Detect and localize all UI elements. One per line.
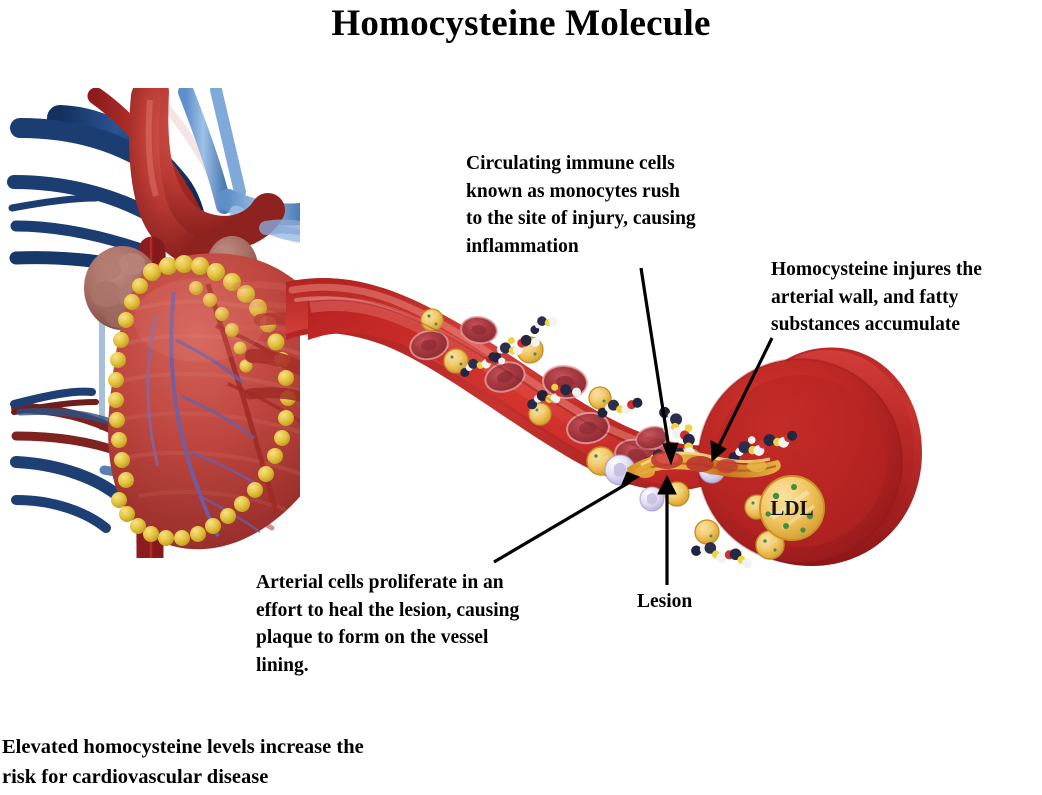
annotation-lesion-label: Lesion: [637, 591, 693, 612]
ldl-particle-labeled: LDL: [759, 475, 825, 541]
arrow-homocysteine: [710, 337, 774, 463]
annotation-plaque-line3: plaque to form on the vessel: [256, 627, 489, 649]
artery-cross-section: LDL: [229, 278, 922, 569]
blood-contents: LDL: [409, 308, 825, 569]
annotation-homocysteine-line1: Homocysteine injures the: [771, 259, 982, 280]
arrow-plaque: [493, 471, 641, 564]
annotation-plaque-line2: effort to heal the lesion, causing: [256, 599, 520, 621]
annotation-monocytes-line4: inflammation: [466, 236, 579, 258]
annotation-plaque: Arterial cells proliferate in an effort …: [256, 569, 608, 680]
annotation-arrows: [493, 267, 774, 585]
ldl-label: LDL: [770, 496, 813, 520]
figure-caption: Elevated homocysteine levels increase th…: [2, 733, 562, 792]
atherosclerotic-lesion: [627, 451, 781, 478]
figure-caption-line2: risk for cardiovascular disease: [2, 765, 269, 788]
annotation-monocytes-line1: Circulating immune cells: [466, 153, 675, 174]
annotation-plaque-line4: lining.: [256, 655, 309, 677]
figure-caption-line1: Elevated homocysteine levels increase th…: [2, 736, 364, 758]
arrow-lesion: [657, 474, 677, 585]
page-title: Homocysteine Molecule: [331, 3, 711, 44]
epicardial-fat: [108, 255, 296, 546]
annotation-homocysteine-line3: substances accumulate: [771, 314, 961, 336]
heart-anatomy: [7, 88, 300, 558]
annotation-monocytes: Circulating immune cells known as monocy…: [466, 150, 762, 261]
annotation-monocytes-line2: known as monocytes rush: [466, 180, 680, 202]
arrow-monocytes: [639, 267, 679, 466]
annotation-plaque-line1: Arterial cells proliferate in an: [256, 572, 504, 593]
annotation-homocysteine-line2: arterial wall, and fatty: [771, 286, 959, 308]
annotation-monocytes-line3: to the site of injury, causing: [466, 208, 696, 230]
annotation-homocysteine-injury: Homocysteine injures the arterial wall, …: [771, 256, 1025, 339]
homocysteine-molecules: [460, 316, 798, 569]
